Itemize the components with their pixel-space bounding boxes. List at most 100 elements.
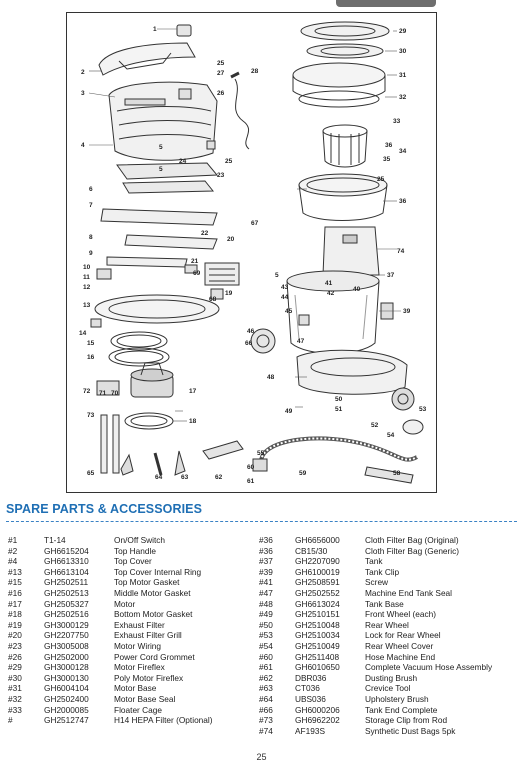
part-code: GH2510151 bbox=[295, 609, 340, 620]
callout-36a: 36 bbox=[385, 142, 393, 149]
callout-12: 12 bbox=[83, 284, 91, 291]
part-description: Tank End Complete bbox=[365, 704, 438, 715]
part-description: Middle Motor Gasket bbox=[114, 587, 191, 598]
dashed-divider bbox=[6, 521, 517, 522]
callout-65: 65 bbox=[87, 470, 95, 477]
part-number: #33 bbox=[8, 704, 22, 715]
part-description: Tank bbox=[365, 556, 383, 567]
callout-44: 44 bbox=[281, 294, 289, 301]
callout-10: 10 bbox=[83, 264, 91, 271]
part-number: #53 bbox=[259, 630, 273, 641]
part-code: GH2511408 bbox=[295, 651, 340, 662]
callout-59: 59 bbox=[299, 470, 307, 477]
part-code: GH6962202 bbox=[295, 715, 340, 726]
part-description: Motor bbox=[114, 598, 136, 609]
part-code: GH2505327 bbox=[44, 598, 89, 609]
callout-55: 55 bbox=[257, 450, 265, 457]
callout-2: 2 bbox=[81, 69, 85, 76]
motor-fireflex bbox=[300, 21, 390, 59]
part-description: Hose Machine End bbox=[365, 651, 436, 662]
part-code: GH2000085 bbox=[44, 704, 89, 715]
page-tab-marker bbox=[336, 0, 436, 7]
part-number: #62 bbox=[259, 672, 273, 683]
part-description: Exhaust Filter bbox=[114, 619, 165, 630]
part-code: CT036 bbox=[295, 683, 320, 694]
floater-cage bbox=[322, 124, 368, 168]
callout-25a: 25 bbox=[217, 60, 225, 67]
part-description: Tank Base bbox=[365, 598, 404, 609]
callout-69: 69 bbox=[193, 270, 201, 277]
callout-61: 61 bbox=[247, 478, 255, 485]
callout-73: 73 bbox=[87, 412, 95, 419]
part-number: #1 bbox=[8, 535, 18, 545]
part-description: Front Wheel (each) bbox=[365, 609, 437, 620]
part-number: #37 bbox=[259, 556, 273, 567]
callout-15: 15 bbox=[87, 340, 95, 347]
part-number: #16 bbox=[8, 587, 22, 598]
callout-5c: 5 bbox=[275, 272, 279, 279]
part-code: GH3000130 bbox=[44, 672, 89, 683]
callout-52: 52 bbox=[371, 422, 379, 429]
part-number: #41 bbox=[259, 577, 273, 588]
part-description: Dusting Brush bbox=[365, 672, 418, 683]
part-description: Poly Motor Fireflex bbox=[114, 672, 184, 683]
motor-gaskets bbox=[108, 331, 170, 367]
callout-23: 23 bbox=[217, 172, 225, 179]
callout-16: 16 bbox=[87, 354, 95, 361]
part-number: #61 bbox=[259, 662, 273, 673]
part-description: Top Cover Internal Ring bbox=[114, 566, 202, 577]
tank bbox=[286, 270, 380, 354]
callout-26: 26 bbox=[217, 90, 225, 97]
callout-14: 14 bbox=[79, 330, 87, 337]
callout-9: 9 bbox=[89, 250, 93, 257]
part-code: GH6615204 bbox=[44, 545, 89, 556]
part-description: Rear Wheel bbox=[365, 619, 409, 630]
callout-46: 46 bbox=[247, 328, 255, 335]
part-description: Motor Wiring bbox=[114, 640, 162, 651]
cloth-filter-ring bbox=[298, 173, 388, 221]
leader-lines bbox=[88, 28, 401, 422]
power-cord bbox=[230, 71, 250, 150]
part-code: GH3005008 bbox=[44, 640, 89, 651]
callout-58: 58 bbox=[393, 470, 401, 477]
rear-wheel bbox=[391, 387, 415, 411]
top-handle bbox=[98, 42, 196, 76]
part-number: #49 bbox=[259, 609, 273, 620]
callout-18: 18 bbox=[189, 418, 197, 425]
part-description: Storage Clip from Rod bbox=[365, 715, 448, 726]
part-description: Complete Vacuum Hose Assembly bbox=[365, 662, 493, 673]
callout-47: 47 bbox=[297, 338, 305, 345]
callout-22: 22 bbox=[201, 230, 209, 237]
callout-4: 4 bbox=[81, 142, 85, 149]
callout-6: 6 bbox=[89, 186, 93, 193]
part-number: #50 bbox=[259, 619, 273, 630]
motor-wiring-plate bbox=[116, 162, 219, 194]
part-code: GH2502000 bbox=[44, 651, 89, 662]
callout-54: 54 bbox=[387, 432, 395, 439]
part-number: #63 bbox=[259, 683, 273, 694]
callout-3: 3 bbox=[81, 90, 85, 97]
part-code: DBR036 bbox=[295, 672, 327, 683]
tank-end bbox=[250, 328, 276, 354]
callout-19: 19 bbox=[225, 290, 233, 297]
part-number: #47 bbox=[259, 587, 273, 598]
top-cover-internal-ring bbox=[94, 294, 220, 324]
part-number: #17 bbox=[8, 598, 22, 609]
callout-41: 41 bbox=[325, 280, 333, 287]
part-description: On/Off Switch bbox=[114, 535, 166, 545]
part-code: GH6004104 bbox=[44, 683, 89, 694]
part-code: GH2502552 bbox=[295, 587, 340, 598]
part-description: Top Handle bbox=[114, 545, 156, 556]
part-number: #19 bbox=[8, 619, 22, 630]
